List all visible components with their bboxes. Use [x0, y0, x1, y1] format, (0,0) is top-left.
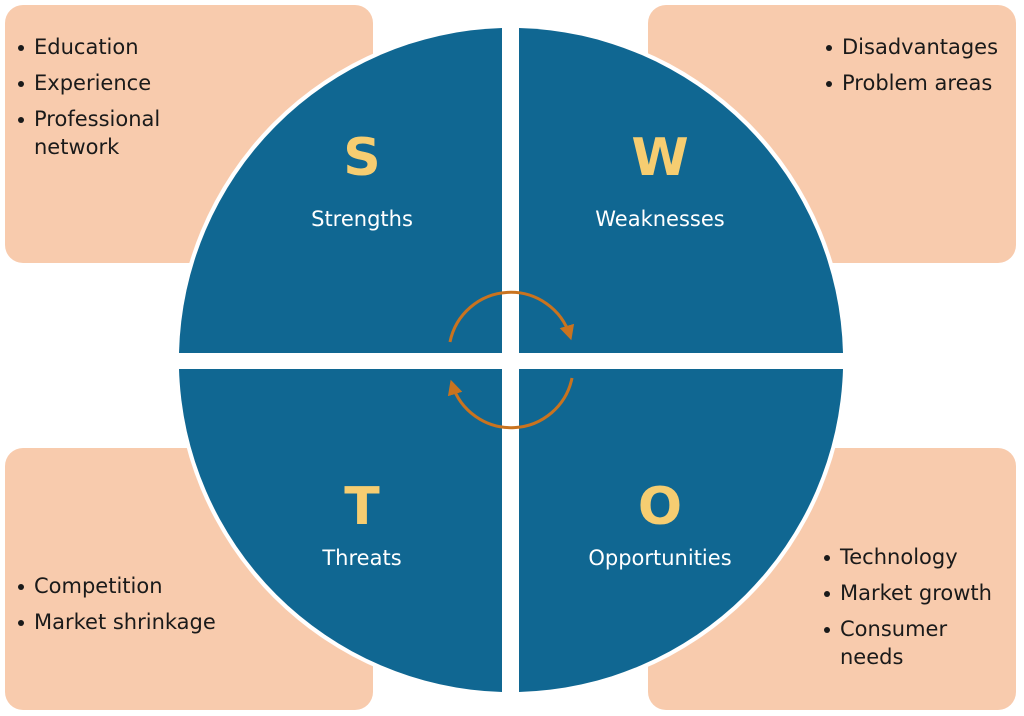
quadrant-threats: [179, 369, 502, 692]
list-item: Consumer needs: [822, 615, 1014, 671]
list-item: Experience: [16, 69, 216, 97]
strengths-label: Strengths: [311, 207, 413, 231]
list-item: Market growth: [822, 579, 1014, 607]
weaknesses-letter: W: [631, 128, 688, 188]
threats-letter: T: [344, 477, 380, 537]
list-item: Disadvantages: [824, 33, 1014, 61]
list-item: Professional network: [16, 105, 216, 161]
cycle-arrow-top: [448, 290, 575, 343]
list-item: Technology: [822, 543, 1014, 571]
weaknesses-list: Disadvantages Problem areas: [824, 33, 1014, 105]
threats-list: Competition Market shrinkage: [16, 572, 216, 644]
weaknesses-label: Weaknesses: [595, 207, 724, 231]
opportunities-list: Technology Market growth Consumer needs: [822, 543, 1014, 679]
circle-outline: [175, 24, 847, 696]
quadrant-strengths: [179, 28, 502, 353]
opportunities-label: Opportunities: [588, 546, 731, 570]
cycle-arrows-icon: [447, 290, 575, 430]
cycle-arrow-bottom: [447, 377, 574, 430]
strengths-list: Education Experience Professional networ…: [16, 33, 216, 169]
threats-label: Threats: [321, 546, 401, 570]
opportunities-letter: O: [638, 477, 682, 537]
list-item: Market shrinkage: [16, 608, 216, 636]
list-item: Education: [16, 33, 216, 61]
list-item: Problem areas: [824, 69, 1014, 97]
quadrant-weaknesses: [519, 28, 843, 353]
list-item: Competition: [16, 572, 216, 600]
strengths-letter: S: [343, 128, 380, 188]
quadrant-opportunities: [519, 369, 843, 692]
